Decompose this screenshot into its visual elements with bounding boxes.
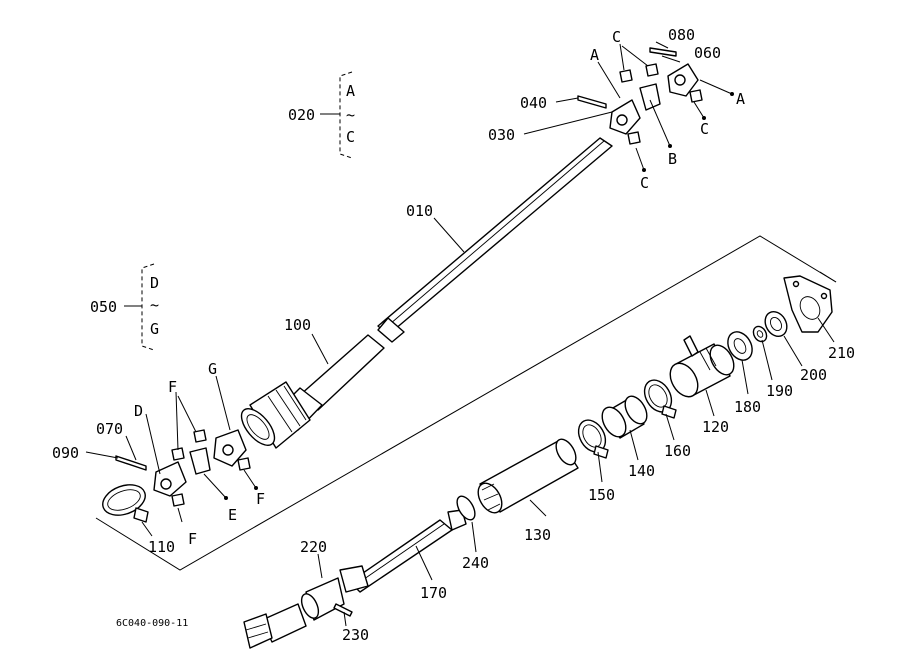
letter-c-3: C [640,174,649,192]
letter-a-2: A [736,90,745,108]
label-130: 130 [524,526,551,544]
group-050-bottom: G [150,320,159,338]
label-030: 030 [488,126,515,144]
letter-f-2: F [256,490,265,508]
label-010: 010 [406,202,433,220]
upper-universal-joint [577,47,703,145]
washer-190 [752,325,768,343]
letter-e: E [228,506,237,524]
bearing-180 [727,331,753,361]
group-bracket-050 [124,263,155,351]
letter-f-3: F [188,530,197,548]
clamp-150 [577,419,609,459]
label-080: 080 [668,26,695,44]
letter-d: D [134,402,143,420]
group-050-tilde: ~ [150,296,159,314]
letter-f-1: F [168,378,177,396]
label-180: 180 [734,398,761,416]
group-020-bottom: C [346,128,355,146]
group-020-tilde: ~ [346,106,355,124]
label-230: 230 [342,626,369,644]
leader-lines [85,41,835,627]
label-090: 090 [52,444,79,462]
tube-130 [477,438,579,514]
group-bracket-020 [320,71,353,159]
label-220: 220 [300,538,327,556]
boot-140 [601,395,648,439]
label-240: 240 [462,554,489,572]
label-070: 070 [96,420,123,438]
label-020: 020 [288,106,315,124]
clamp-160 [643,379,677,419]
label-200: 200 [800,366,827,384]
letter-g: G [208,360,217,378]
group-050-top: D [150,274,159,292]
label-110: 110 [148,538,175,556]
lower-assembly-frame [95,235,837,571]
label-170: 170 [420,584,447,602]
label-050: 050 [90,298,117,316]
marker-dots [224,92,734,500]
letter-c-2: C [700,120,709,138]
lower-universal-joint [115,429,251,507]
label-160: 160 [664,442,691,460]
shaft-170 [339,509,467,593]
housing-120 [669,335,735,398]
shaft-010 [377,137,613,343]
label-100: 100 [284,316,311,334]
label-210: 210 [828,344,855,362]
letter-b: B [668,150,677,168]
group-020-top: A [346,82,355,100]
label-150: 150 [588,486,615,504]
letter-c-1: C [612,28,621,46]
tube-100 [240,334,385,449]
letter-a-1: A [590,46,599,64]
seal-200 [764,310,788,338]
label-140: 140 [628,462,655,480]
label-040: 040 [520,94,547,112]
flange-210 [783,275,833,333]
drawing-code: 6C040-090-11 [116,618,188,629]
yoke-220 [243,577,353,649]
clamp-110 [102,484,149,523]
label-120: 120 [702,418,729,436]
label-190: 190 [766,382,793,400]
label-060: 060 [694,44,721,62]
o-ring-240 [456,495,476,521]
